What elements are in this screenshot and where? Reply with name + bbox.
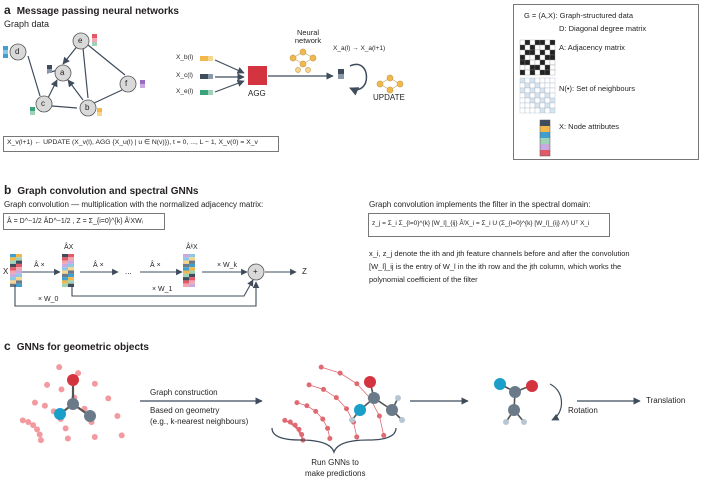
node-f: [119, 75, 137, 93]
node-label-c: c: [41, 99, 45, 108]
update-loop: [338, 63, 368, 96]
transition-label: X_a(l) → X_a(l+1): [333, 45, 386, 52]
input-xe: X_e(l): [176, 88, 194, 95]
spectral-note-3: polynomial coefficient of the filter: [369, 275, 478, 284]
spectral-note-1: x_i, z_j denote the ith and jth feature …: [369, 249, 630, 258]
agg-block: [248, 66, 267, 85]
panel-c-title-text: GNNs for geometric objects: [16, 342, 149, 353]
legend-box: G = (A,X): Graph-structured data D: Diag…: [513, 4, 699, 160]
flow-a-times-3: Â ×: [150, 262, 161, 269]
flow-plus: +: [253, 267, 258, 276]
point-cloud-input: [19, 364, 125, 444]
brace: [271, 427, 397, 455]
flow-a-times-1: Â ×: [34, 262, 45, 269]
node-d: [9, 43, 27, 61]
mpnn-formula: X_v(l+1) ← UPDATE (X_v(l), AGG {X_u(l) |…: [7, 139, 258, 146]
graph-data-label: Graph data: [4, 19, 50, 29]
spectral-note-2: [W_l]_ij is the entry of W_l in the ith …: [369, 262, 622, 271]
translation-label: Translation: [646, 396, 686, 405]
rotation-label: Rotation: [568, 406, 598, 415]
legend-attributes: X: Node attributes: [559, 122, 620, 131]
sum-node: [247, 263, 265, 281]
legend-degree: D: Diagonal degree matrix: [559, 24, 647, 33]
legend-graph-def: G = (A,X): Graph-structured data: [524, 11, 634, 20]
flow-ellipsis: ...: [125, 267, 132, 276]
node-label-d: d: [15, 47, 20, 56]
flow-akx: ÂᵏX: [186, 244, 198, 251]
legend-neighbours: N(•): Set of neighbours: [559, 84, 635, 93]
node-attribute-bars: [3, 34, 145, 116]
node-label-b: b: [85, 103, 90, 112]
graph-construction-label: Graph construction: [150, 388, 218, 397]
adjacency-matrix-icon: [519, 39, 556, 76]
conv-formula-box: Â = D^−1/2 ÂD^−1/2 , Z = Σ_{i=0}^{k} ÂⁱX…: [3, 213, 165, 230]
flow-x: X: [3, 267, 9, 276]
legend-adjacency: A: Adjacency matrix: [559, 43, 625, 52]
panel-a-title-text: Message passing neural networks: [16, 6, 179, 17]
nn-label: Neural network: [294, 28, 322, 46]
neural-network-icon: [289, 48, 317, 73]
flow-w1: × W_1: [152, 286, 173, 293]
graph-nodes: [9, 32, 137, 117]
molecule-graph: [349, 376, 405, 423]
input-vectors: [200, 56, 213, 95]
node-attribute-icon: [539, 119, 551, 157]
knn-example: (e.g., k-nearest neighbours): [150, 417, 249, 426]
neighbour-grid-icon: [519, 77, 556, 114]
panel-a-title: a Message passing neural networks: [4, 3, 179, 17]
node-label-a: a: [60, 68, 65, 77]
panel-a-letter: a: [4, 3, 11, 17]
flow-a-times-2: Â ×: [93, 262, 104, 269]
conv-flow: [10, 254, 297, 307]
run-gnns-line-2: make predictions: [305, 469, 366, 478]
panel-c-arrows: [140, 383, 641, 421]
node-label-f: f: [125, 79, 128, 88]
flow-ax: ÂX: [64, 244, 74, 251]
molecule-rotated: [494, 378, 538, 425]
run-gnns-line-1: Run GNNs to: [311, 458, 359, 467]
node-a: [54, 64, 72, 82]
input-xc: X_c(l): [176, 72, 193, 79]
spectral-formula-box: z_j = Σ_i Σ_{l=0}^{k} [W_l]_{ij} ÂˡX_i =…: [368, 213, 610, 237]
update-nn-icon: [376, 74, 404, 94]
conv-description: Graph convolution — multiplication with …: [4, 200, 264, 209]
flow-w0: × W_0: [38, 296, 59, 303]
node-label-e: e: [78, 36, 83, 45]
point-cloud-graph: [282, 364, 387, 443]
panel-b-letter: b: [4, 183, 12, 197]
panel-b-title-text: Graph convolution and spectral GNNs: [17, 186, 199, 197]
panel-c-title: c GNNs for geometric objects: [4, 339, 149, 353]
agg-input-arrows: [214, 59, 334, 93]
spectral-formula: z_j = Σ_i Σ_{l=0}^{k} [W_l]_{ij} ÂˡX_i =…: [372, 220, 590, 227]
update-label: UPDATE: [373, 93, 405, 102]
node-e: [72, 32, 90, 50]
flow-z: Z: [302, 267, 307, 276]
based-on-geometry: Based on geometry: [150, 406, 220, 415]
spectral-description: Graph convolution implements the filter …: [369, 200, 591, 209]
panel-c-letter: c: [4, 339, 11, 353]
input-xb: X_b(l): [176, 54, 194, 61]
formula-box: X_v(l+1) ← UPDATE (X_v(l), AGG {X_u(l) |…: [3, 136, 279, 152]
conv-formula: Â = D^−1/2 ÂD^−1/2 , Z = Σ_{i=0}^{k} ÂⁱX…: [7, 218, 143, 225]
agg-label: AGG: [248, 89, 266, 98]
flow-wk: × W_k: [217, 262, 238, 269]
molecule-input: [54, 374, 96, 422]
node-c: [35, 95, 53, 113]
node-b: [79, 99, 97, 117]
panel-b-title: b Graph convolution and spectral GNNs: [4, 183, 198, 197]
